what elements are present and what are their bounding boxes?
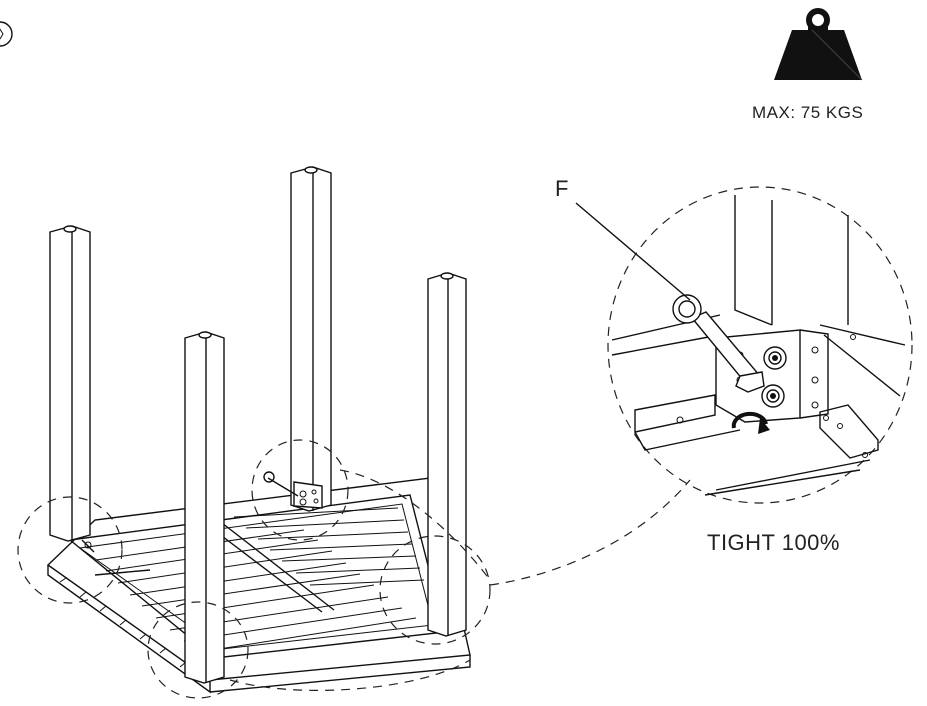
step-number-circle xyxy=(0,21,13,47)
corner-bracket xyxy=(263,471,323,509)
detail-view xyxy=(607,186,913,504)
weight-icon xyxy=(774,8,863,81)
table-frame xyxy=(46,477,471,694)
tighten-instruction-label: TIGHT 100% xyxy=(707,530,840,555)
callout-leader-line xyxy=(575,202,691,301)
highlight-circles xyxy=(17,439,691,699)
max-load-label: MAX: 75 KGS xyxy=(752,103,864,122)
table-legs xyxy=(49,166,467,684)
bolt-nuts xyxy=(761,346,787,408)
wrench-icon xyxy=(672,294,765,393)
step-number-glyph xyxy=(0,28,4,40)
rotate-arrow-icon xyxy=(731,411,770,434)
corner-bracket-left xyxy=(81,539,95,553)
callout-letter: F xyxy=(555,176,569,201)
